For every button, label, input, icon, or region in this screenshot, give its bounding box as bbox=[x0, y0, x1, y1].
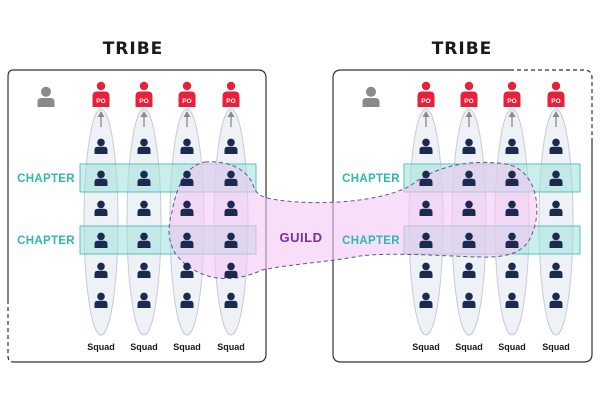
arrow-up-icon bbox=[183, 111, 191, 127]
po-badge-text: PO bbox=[139, 98, 148, 105]
product-owner-layer: PO PO PO PO PO PO PO PO bbox=[37, 81, 565, 127]
arrow-up-icon bbox=[465, 111, 473, 127]
product-owner-icon: PO bbox=[460, 81, 478, 107]
product-owner-icon: PO bbox=[222, 81, 240, 107]
chapter-label-left-1: CHAPTER bbox=[17, 173, 75, 185]
product-owner-icon: PO bbox=[92, 81, 110, 107]
arrow-up-icon bbox=[140, 111, 148, 127]
arrow-up-icon bbox=[422, 111, 430, 127]
product-owner-icon: PO bbox=[503, 81, 521, 107]
po-badge-text: PO bbox=[421, 98, 430, 105]
squad-label: Squad bbox=[542, 342, 570, 352]
guild-label: GUILD bbox=[280, 230, 323, 245]
squad-label: Squad bbox=[412, 342, 440, 352]
guild-region bbox=[168, 161, 538, 279]
arrow-up-icon bbox=[227, 111, 235, 127]
squad-label: Squad bbox=[130, 342, 158, 352]
product-owner-icon: PO bbox=[547, 81, 565, 107]
po-badge-text: PO bbox=[226, 98, 235, 105]
chapter-label-right-2: CHAPTER bbox=[342, 235, 400, 247]
tribe-title-right: TRIBE bbox=[432, 39, 493, 59]
po-badge-text: PO bbox=[464, 98, 473, 105]
product-owner-icon: PO bbox=[417, 81, 435, 107]
squad-label: Squad bbox=[498, 342, 526, 352]
product-owner-icon: PO bbox=[135, 81, 153, 107]
squad-label: Squad bbox=[173, 342, 201, 352]
po-badge-text: PO bbox=[96, 98, 105, 105]
squad-label: Squad bbox=[87, 342, 115, 352]
tribe-frame-right bbox=[332, 69, 593, 363]
chapter-label-left-2: CHAPTER bbox=[17, 235, 75, 247]
squad-label: Squad bbox=[217, 342, 245, 352]
arrow-up-icon bbox=[552, 111, 560, 127]
po-badge-text: PO bbox=[551, 98, 560, 105]
squad-label: Squad bbox=[455, 342, 483, 352]
tribe-lead-icon bbox=[37, 86, 55, 107]
chapter-label-right-1: CHAPTER bbox=[342, 173, 400, 185]
tribe-lead-icon bbox=[362, 86, 380, 107]
squad-labels: Squad Squad Squad Squad Squad Squad Squa… bbox=[87, 342, 570, 352]
arrow-up-icon bbox=[97, 111, 105, 127]
po-badge-text: PO bbox=[507, 98, 516, 105]
po-badge-text: PO bbox=[182, 98, 191, 105]
product-owner-icon: PO bbox=[178, 81, 196, 107]
tribe-title-left: TRIBE bbox=[103, 39, 164, 59]
arrow-up-icon bbox=[508, 111, 516, 127]
